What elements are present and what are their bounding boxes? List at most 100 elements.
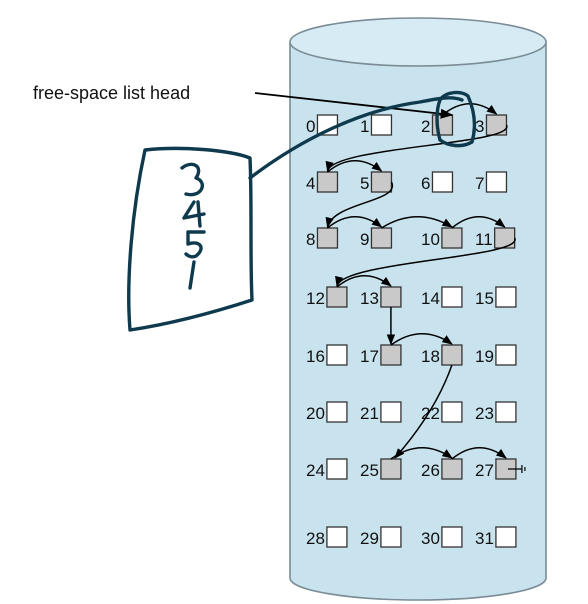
- block-number: 28: [306, 529, 325, 548]
- head-label: free-space list head: [33, 83, 190, 103]
- free-list-arrow: [325, 124, 508, 173]
- block-number: 0: [306, 117, 315, 136]
- block-4: 4: [306, 171, 339, 193]
- handwritten-annotation: [127, 90, 477, 332]
- handwritten-connector: [248, 96, 464, 180]
- block-8: 8: [306, 227, 339, 249]
- free-block-box: [370, 171, 393, 193]
- cylinder-top: [289, 17, 547, 67]
- block-12: 12: [306, 286, 348, 308]
- used-block-box: [326, 401, 348, 423]
- block-29: 29: [360, 526, 402, 548]
- block-number: 19: [475, 347, 494, 366]
- used-block-box: [485, 171, 508, 193]
- block-number: 17: [360, 347, 379, 366]
- block-21: 21: [360, 401, 402, 423]
- block-number: 13: [360, 289, 379, 308]
- used-block-box: [495, 286, 517, 308]
- free-list-arrow: [335, 237, 516, 288]
- block-number: 14: [421, 289, 440, 308]
- free-list-arrow: [381, 216, 453, 229]
- block-30: 30: [421, 526, 463, 548]
- used-block-box: [495, 401, 517, 423]
- block-number: 18: [421, 347, 440, 366]
- block-number: 21: [360, 404, 379, 423]
- free-list-arrow: [390, 447, 453, 460]
- block-13: 13: [360, 286, 402, 308]
- block-3: 3: [475, 114, 508, 136]
- free-block-box: [370, 227, 393, 249]
- block-number: 26: [421, 461, 440, 480]
- block-28: 28: [306, 526, 348, 548]
- free-list-arrow: [326, 160, 383, 173]
- free-block-box: [485, 114, 508, 136]
- used-block-box: [380, 401, 402, 423]
- block-16: 16: [306, 344, 348, 366]
- block-number: 2: [421, 117, 430, 136]
- used-block-box: [495, 526, 517, 548]
- free-list-arrow: [451, 216, 506, 229]
- used-block-box: [380, 526, 402, 548]
- block-10: 10: [421, 227, 463, 249]
- block-number: 6: [421, 174, 430, 193]
- block-number: 4: [306, 174, 315, 193]
- free-block-box: [316, 227, 339, 249]
- used-block-box: [370, 114, 393, 136]
- free-block-box: [380, 286, 402, 308]
- block-25: 25: [360, 458, 402, 480]
- free-list-arrow: [326, 216, 383, 229]
- block-number: 30: [421, 529, 440, 548]
- used-block-box: [326, 344, 348, 366]
- free-block-box: [380, 344, 402, 366]
- block-9: 9: [360, 227, 393, 249]
- cylinder-body: [289, 42, 547, 601]
- block-number: 1: [360, 117, 369, 136]
- block-18: 18: [421, 344, 463, 366]
- block-number: 9: [360, 230, 369, 249]
- block-number: 24: [306, 461, 325, 480]
- free-block-box: [326, 286, 348, 308]
- block-7: 7: [475, 171, 508, 193]
- free-list-arrow: [394, 364, 453, 459]
- block-number: 16: [306, 347, 325, 366]
- block-number: 7: [475, 174, 484, 193]
- block-number: 10: [421, 230, 440, 249]
- block-23: 23: [475, 401, 517, 423]
- block-1: 1: [360, 114, 393, 136]
- block-24: 24: [306, 458, 348, 480]
- free-block-box: [316, 171, 339, 193]
- block-number: 15: [475, 289, 494, 308]
- disk-cylinder: [289, 17, 547, 601]
- used-block-box: [441, 526, 463, 548]
- head-pointer-line: [254, 92, 454, 119]
- block-number: 8: [306, 230, 315, 249]
- block-22: 22: [421, 401, 463, 423]
- null-pointer-symbol: [507, 465, 526, 473]
- handwritten-circle: [435, 90, 477, 148]
- free-block-box: [441, 227, 463, 249]
- block-number: 12: [306, 289, 325, 308]
- free-block-box: [380, 458, 402, 480]
- block-number: 29: [360, 529, 379, 548]
- block-number: 25: [360, 461, 379, 480]
- block-number: 11: [475, 230, 493, 249]
- used-block-box: [495, 344, 517, 366]
- used-block-box: [326, 458, 348, 480]
- block-number: 3: [475, 117, 484, 136]
- block-number: 27: [475, 461, 494, 480]
- block-number: 31: [475, 529, 494, 548]
- block-number: 20: [306, 404, 325, 423]
- block-31: 31: [475, 526, 517, 548]
- block-number: 23: [475, 404, 494, 423]
- block-6: 6: [421, 171, 454, 193]
- handwritten-box: [127, 146, 254, 332]
- block-19: 19: [475, 344, 517, 366]
- block-14: 14: [421, 286, 463, 308]
- free-block-box: [441, 458, 463, 480]
- block-20: 20: [306, 401, 348, 423]
- handwritten-digits: [180, 162, 206, 290]
- free-list-links: [325, 103, 526, 473]
- block-26: 26: [421, 458, 463, 480]
